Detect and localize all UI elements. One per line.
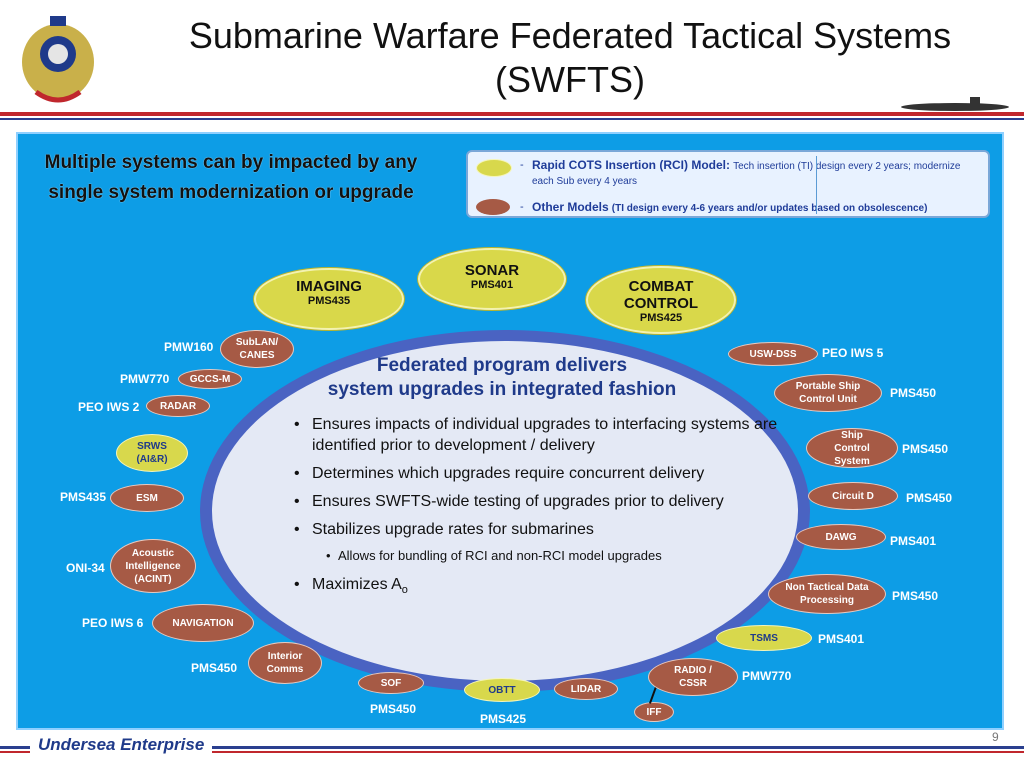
node-gccs-m: GCCS-M: [178, 369, 242, 389]
combat-name: COMBAT CONTROL: [623, 278, 699, 312]
bullet-5-subscript: o: [401, 584, 408, 597]
node-non-tactical-data-processing: Non Tactical Data Processing: [768, 574, 886, 614]
sub-bullet: Allows for bundling of RCI and non-RCI m…: [290, 545, 790, 566]
node-portable-ship-control-unit: Portable Ship Control Unit: [774, 374, 882, 412]
node-acoustic-intelligence: Acoustic Intelligence (ACINT): [110, 539, 196, 593]
header-divider-red: [0, 112, 1024, 116]
node-radar: RADAR: [146, 395, 210, 417]
label-pmw770-b: PMW770: [742, 669, 792, 683]
label-oni-34: ONI-34: [66, 561, 105, 575]
label-pms450-f: PMS450: [890, 386, 937, 400]
node-ship-control-system: Ship Control System: [806, 428, 898, 468]
node-esm: ESM: [110, 484, 184, 512]
node-usw-dss: USW-DSS: [728, 342, 818, 366]
node-sof: SOF: [358, 672, 424, 694]
other-legend-oval: [476, 199, 510, 215]
other-dash: -: [520, 201, 524, 213]
label-pms401-a: PMS401: [818, 632, 865, 646]
label-pmw770-a: PMW770: [120, 372, 170, 386]
bullet-1: Ensures impacts of individual upgrades t…: [290, 414, 790, 456]
node-dawg: DAWG: [796, 524, 886, 550]
rci-dash: -: [520, 159, 524, 171]
node-tsms: TSMS: [716, 625, 812, 651]
footer-divider-blue: [0, 746, 1024, 749]
page-number: 9: [992, 730, 999, 744]
label-pms450-d: PMS450: [906, 491, 953, 505]
label-peo-iws-2: PEO IWS 2: [78, 400, 140, 414]
header-divider-blue: [0, 118, 1024, 120]
sonar-name: SONAR: [464, 262, 520, 279]
bullet-5: Maximizes Ao: [290, 574, 790, 601]
label-pmw160: PMW160: [164, 340, 214, 354]
bullet-4: Stabilizes upgrade rates for submarines: [290, 519, 790, 540]
label-peo-iws-5: PEO IWS 5: [822, 346, 884, 360]
combat-pms: PMS425: [639, 312, 683, 324]
footer-divider-red: [0, 751, 1024, 753]
label-pms425: PMS425: [480, 712, 527, 726]
imaging-name: IMAGING: [296, 278, 362, 295]
submarine-icon: [900, 94, 1010, 112]
footer-text: Undersea Enterprise: [30, 735, 213, 755]
node-iff: IFF: [634, 702, 674, 722]
bullet-5-text: Maximizes A: [312, 576, 402, 593]
center-bullets: Ensures impacts of individual upgrades t…: [290, 414, 790, 608]
sonar-oval: SONAR PMS401: [418, 248, 566, 310]
label-pms450-b: PMS450: [370, 702, 417, 716]
node-srws: SRWS (AI&R): [116, 434, 188, 472]
label-pms450-a: PMS450: [191, 661, 238, 675]
node-obtt: OBTT: [464, 678, 540, 702]
sonar-pms: PMS401: [470, 279, 514, 291]
center-title-line1: Federated program delivers: [376, 355, 628, 376]
node-radio-cssr: RADIO / CSSR: [648, 658, 738, 696]
rci-label: Rapid COTS Insertion (RCI) Model:: [532, 158, 730, 172]
imaging-pms: PMS435: [307, 295, 351, 307]
bullet-2: Determines which upgrades require concur…: [290, 463, 790, 484]
headline: Multiple systems can by impacted by any …: [44, 152, 418, 203]
bullet-3: Ensures SWFTS-wide testing of upgrades p…: [290, 491, 790, 512]
node-interior-comms: Interior Comms: [248, 642, 322, 684]
rci-text: Tech insertion (TI) design every 2 years…: [532, 161, 961, 187]
node-navigation: NAVIGATION: [152, 604, 254, 642]
logo: [6, 8, 110, 112]
label-pms450-e: PMS450: [902, 442, 949, 456]
legend-divider: [816, 156, 817, 214]
node-circuit-d: Circuit D: [808, 482, 898, 510]
center-title-line2: system upgrades in integrated fashion: [327, 379, 677, 400]
label-pms435: PMS435: [60, 490, 107, 504]
label-pms401-b: PMS401: [890, 534, 937, 548]
other-text: (TI design every 4-6 years and/or update…: [611, 203, 928, 214]
rci-legend-oval: [476, 159, 512, 177]
combat-control-oval: COMBAT CONTROL PMS425: [586, 266, 736, 334]
legend-box: - Rapid COTS Insertion (RCI) Model: Tech…: [466, 150, 990, 218]
other-label: Other Models: [532, 200, 609, 214]
center-title: Federated program delivers system upgrad…: [272, 354, 732, 402]
label-peo-iws-6: PEO IWS 6: [82, 616, 144, 630]
label-pms450-c: PMS450: [892, 589, 939, 603]
node-sublan-canes: SubLAN/ CANES: [220, 330, 294, 368]
node-lidar: LIDAR: [554, 678, 618, 700]
page-title: Submarine Warfare Federated Tactical Sys…: [188, 15, 952, 100]
imaging-oval: IMAGING PMS435: [254, 268, 404, 330]
